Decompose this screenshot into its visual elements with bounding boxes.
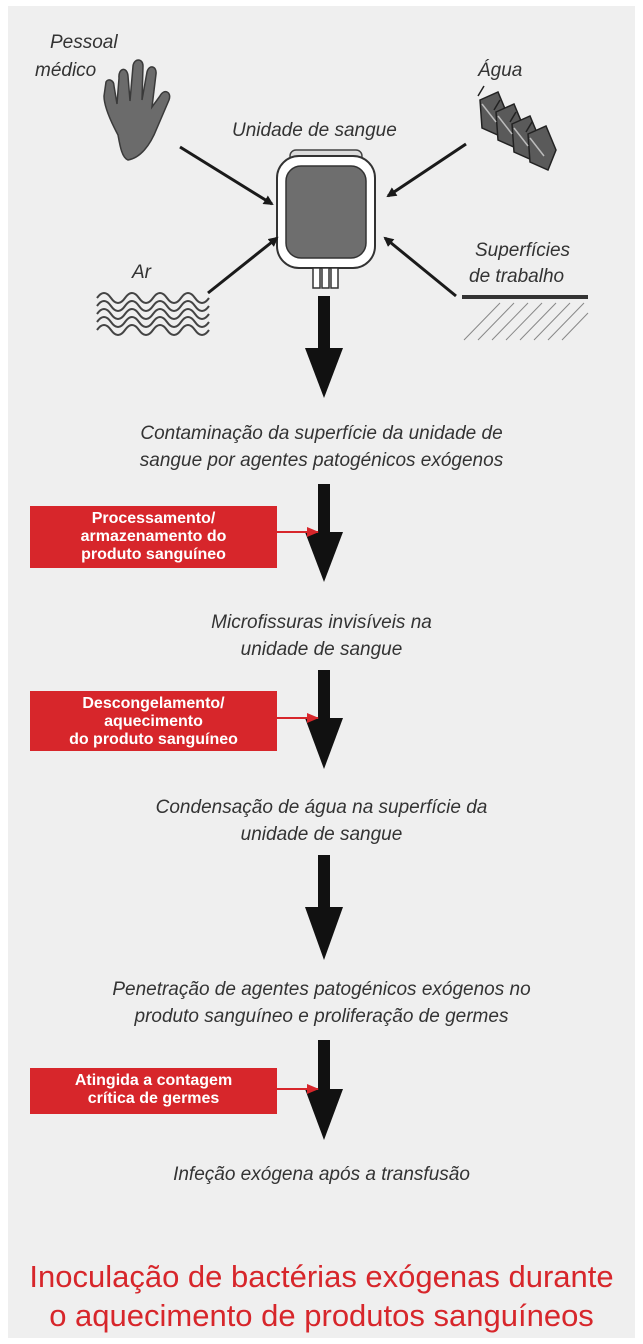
label-surfaces-1: Superfícies (475, 240, 571, 261)
step-1-line-1: Contaminação da superfície da unidade de (140, 423, 503, 444)
factor-2-line-2: aquecimento (104, 713, 203, 730)
arrow-air (207, 236, 279, 295)
water-icon (477, 85, 557, 172)
flow-arrow-5 (305, 1040, 343, 1140)
step-2-line-1: Microfissuras invisíveis na (211, 612, 432, 633)
flow-arrow-4 (305, 855, 343, 960)
factor-1-line-2: armazenamento do (80, 528, 227, 545)
label-blood-unit: Unidade de sangue (232, 120, 397, 141)
factor-2-line-1: Descongelamento/ (82, 695, 225, 712)
work-surface-icon (462, 295, 589, 341)
flow-arrow-2 (305, 484, 343, 582)
factor-arrows (277, 527, 319, 1094)
arrow-water (386, 142, 467, 198)
factor-3-line-1: Atingida a contagem (74, 1072, 233, 1089)
label-air: Ar (132, 262, 151, 283)
factor-box-processing: Processamento/ armazenamento do produto … (30, 506, 277, 568)
source-arrows (179, 142, 467, 298)
label-staff-2: médico (35, 60, 97, 81)
factor-3-line-2: crítica de germes (87, 1090, 220, 1107)
label-surfaces-2: de trabalho (469, 266, 565, 287)
step-4-line-1: Penetração de agentes patogénicos exógen… (112, 979, 531, 1000)
label-water: Água (478, 60, 523, 81)
factor-1-line-3: produto sanguíneo (81, 546, 226, 563)
factor-box-germ-count: Atingida a contagem crítica de germes (30, 1068, 277, 1114)
hand-icon (103, 59, 171, 161)
factor-box-thawing: Descongelamento/ aquecimento do produto … (30, 691, 277, 751)
blood-bag-icon (276, 149, 376, 289)
arrow-staff (179, 145, 274, 206)
flow-arrow-1 (305, 296, 343, 398)
flow-arrow-3 (305, 670, 343, 769)
step-1-line-2: sangue por agentes patogénicos exógenos (139, 450, 504, 471)
step-3-line-1: Condensação de água na superfície da (155, 797, 488, 818)
step-2-line-2: unidade de sangue (240, 639, 403, 660)
step-3-line-2: unidade de sangue (240, 824, 403, 845)
title-line-1: Inoculação de bactérias exógenas durante (29, 1259, 614, 1294)
step-4-line-2: produto sanguíneo e proliferação de germ… (134, 1006, 509, 1027)
label-staff-1: Pessoal (50, 32, 118, 53)
flow-arrows (305, 296, 343, 1140)
factor-1-line-1: Processamento/ (91, 510, 216, 527)
factor-2-line-3: do produto sanguíneo (69, 731, 238, 748)
step-5-line-1: Infeção exógena após a transfusão (173, 1164, 470, 1185)
arrow-surfaces (383, 236, 457, 298)
title-line-2: o aquecimento de produtos sanguíneos (49, 1298, 594, 1333)
air-icon (96, 292, 210, 336)
